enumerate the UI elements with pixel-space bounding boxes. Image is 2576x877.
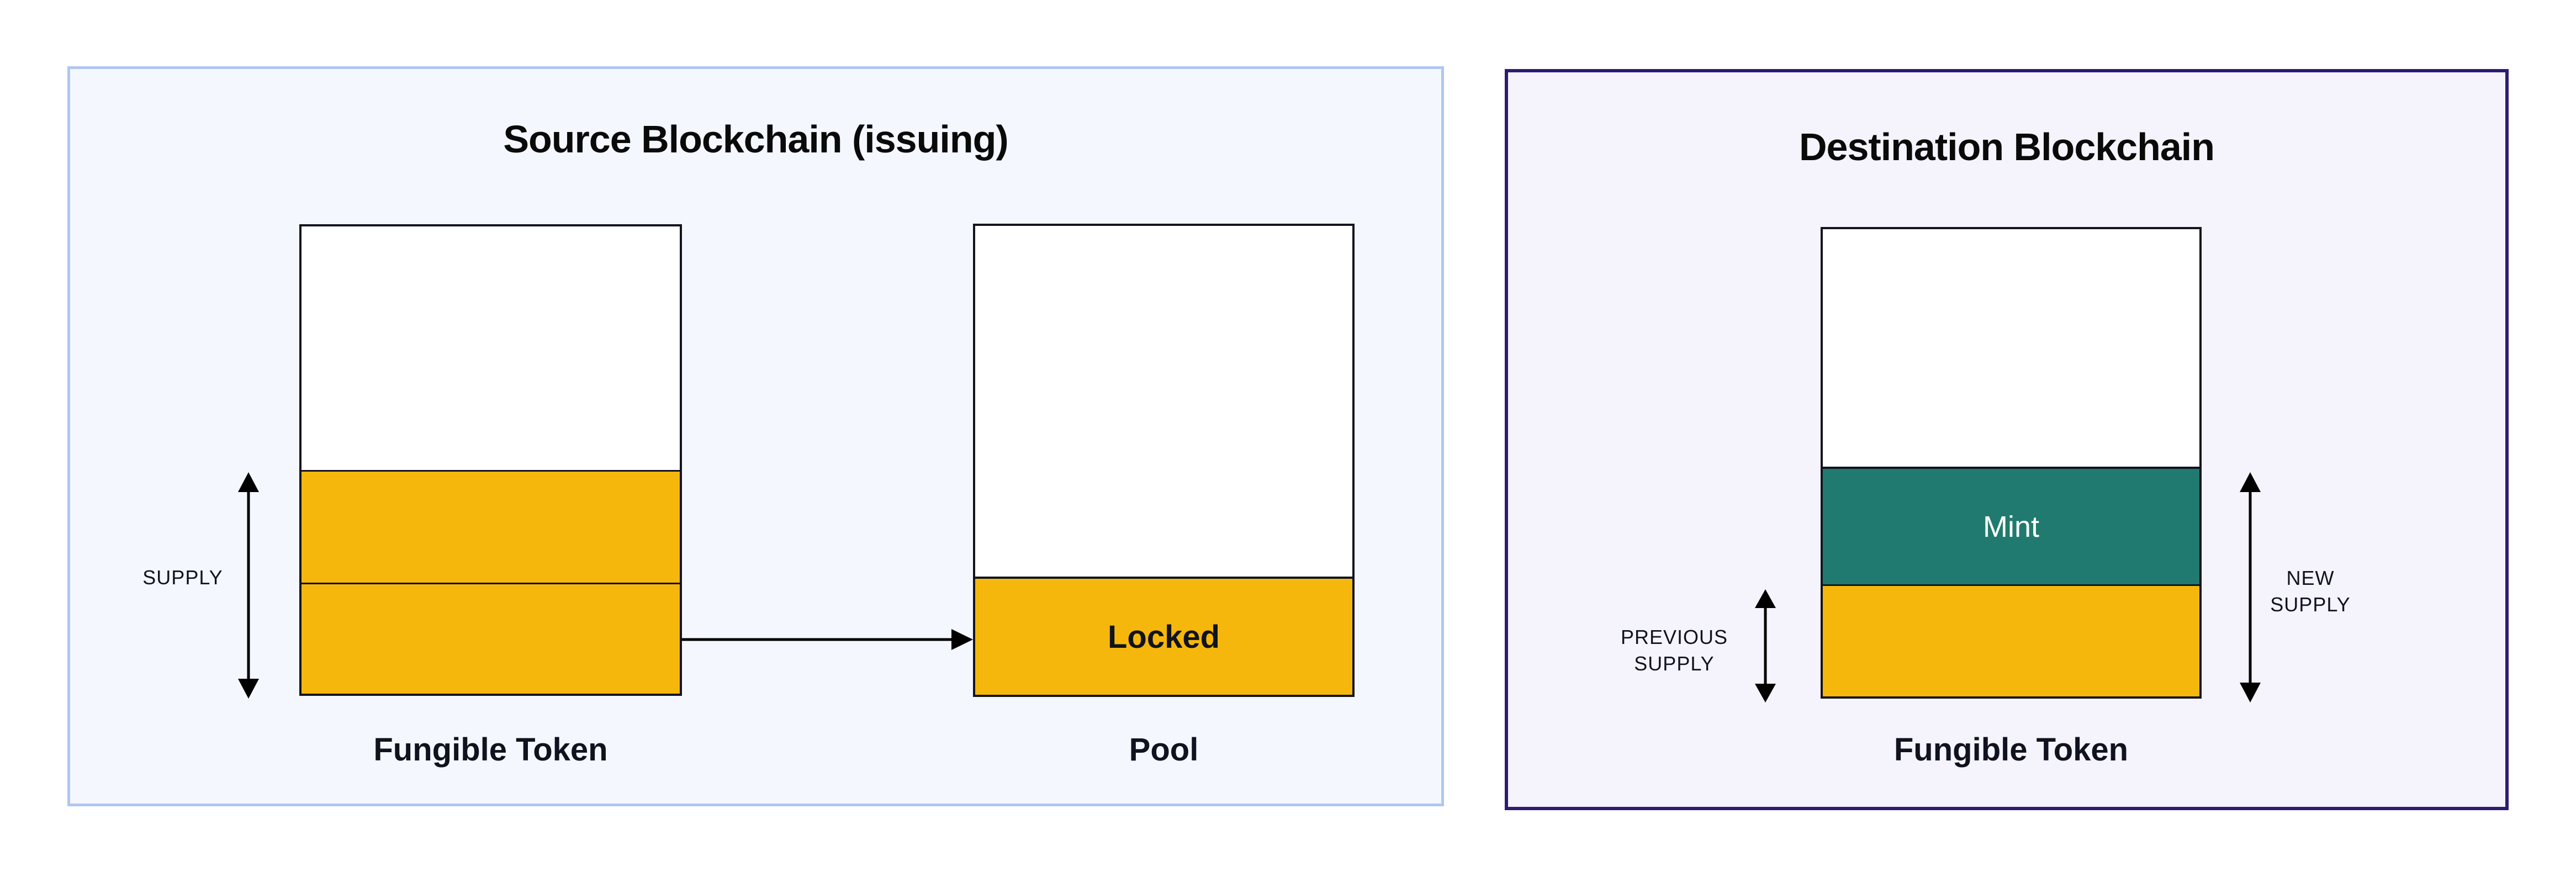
locked-label: Locked xyxy=(1107,619,1220,655)
source-token-supply-upper-section xyxy=(301,470,680,583)
supply-label: SUPPLY xyxy=(142,566,223,589)
new-supply-label-line1: NEW xyxy=(2286,567,2335,589)
destination-panel-title: Destination Blockchain xyxy=(1799,125,2215,168)
previous-supply-range-arrow-icon xyxy=(1755,589,1776,702)
pool-locked-section: Locked xyxy=(975,577,1352,695)
pool-empty-section xyxy=(975,226,1352,577)
previous-supply-label: PREVIOUS SUPPLY xyxy=(1586,624,1763,677)
new-supply-label-line2: SUPPLY xyxy=(2270,593,2351,616)
previous-supply-label-line1: PREVIOUS xyxy=(1620,626,1728,648)
destination-fungible-token-box: Mint xyxy=(1821,227,2202,699)
mint-label: Mint xyxy=(1982,510,2039,543)
new-supply-range-arrow-icon xyxy=(2240,472,2261,702)
supply-range-arrow-icon xyxy=(238,472,259,699)
source-blockchain-panel: Source Blockchain (issuing) SUPPLY Locke… xyxy=(67,66,1444,806)
source-token-unissued-section xyxy=(301,226,680,470)
destination-blockchain-panel: Destination Blockchain Mint PREVIOUS SUP… xyxy=(1505,69,2509,810)
previous-supply-section xyxy=(1823,584,2199,696)
pool-label: Pool xyxy=(1129,732,1199,768)
source-fungible-token-box xyxy=(299,224,682,696)
lock-transfer-arrow-icon xyxy=(682,629,973,650)
destination-token-unissued-section xyxy=(1823,229,2199,467)
previous-supply-label-line2: SUPPLY xyxy=(1634,652,1715,675)
pool-box: Locked xyxy=(973,224,1355,697)
source-panel-title: Source Blockchain (issuing) xyxy=(503,118,1008,161)
source-token-supply-lower-section xyxy=(301,583,680,694)
destination-token-label: Fungible Token xyxy=(1893,732,2129,768)
mint-section: Mint xyxy=(1823,467,2199,584)
source-token-label: Fungible Token xyxy=(373,732,608,768)
new-supply-label: NEW SUPPLY xyxy=(2222,565,2399,618)
